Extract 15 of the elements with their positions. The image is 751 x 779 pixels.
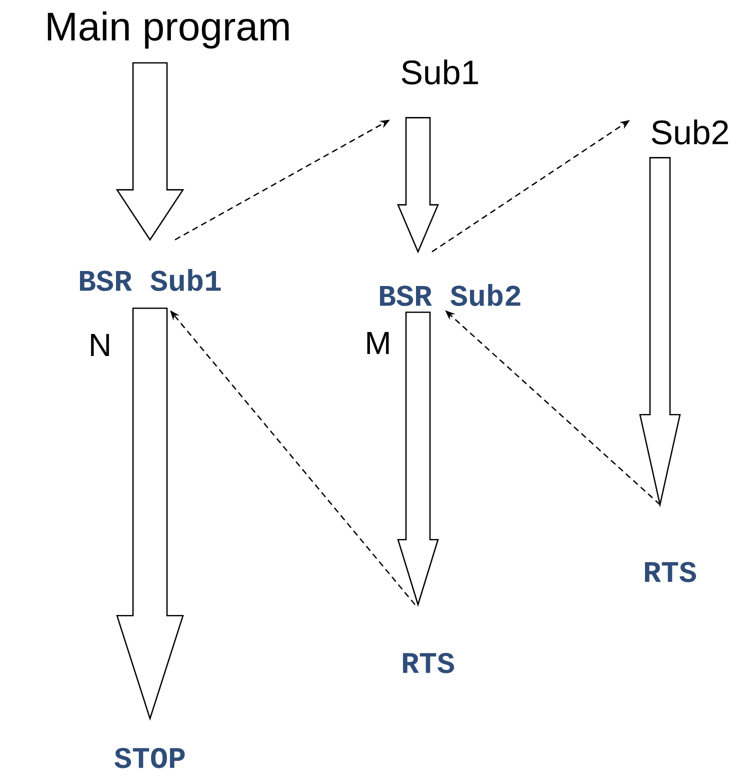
block-arrow — [397, 312, 439, 607]
line-label: M — [367, 332, 389, 354]
block-arrow — [116, 62, 184, 241]
block-arrow — [639, 157, 681, 508]
routine-label: Sub2 — [652, 120, 728, 144]
block-arrow — [116, 308, 184, 721]
routine-label: Sub1 — [402, 60, 478, 84]
code-label: STOP — [114, 748, 185, 768]
line-label: N — [91, 334, 109, 356]
code-label: BSR Sub2 — [380, 284, 520, 306]
code-label: RTS — [403, 652, 454, 674]
routine-label: Main program — [48, 11, 289, 49]
code-label: RTS — [645, 562, 696, 582]
block-arrow — [397, 117, 439, 254]
code-label: BSR Sub1 — [80, 269, 221, 292]
